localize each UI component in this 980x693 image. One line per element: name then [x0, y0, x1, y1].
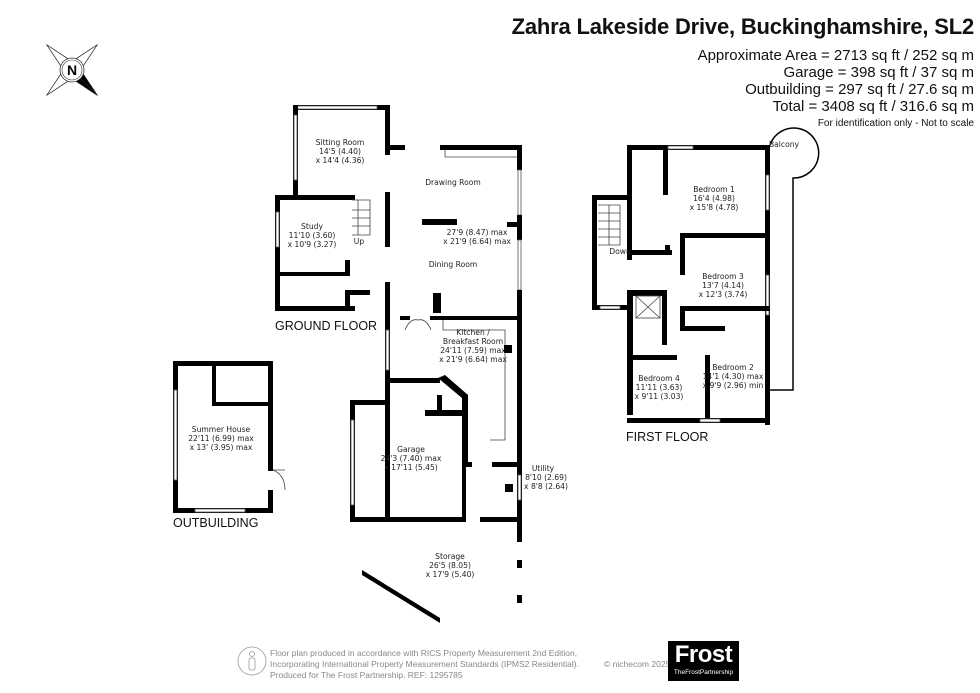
study-dims: 11'10 (3.60): [289, 231, 336, 240]
storage-name: Storage: [435, 552, 465, 561]
kitchen-name: Breakfast Room: [443, 337, 503, 346]
bedroom-1-name: Bedroom 1: [693, 185, 735, 194]
summer-house-name: Summer House: [192, 425, 251, 434]
summer-house-dims: x 13' (3.95) max: [190, 443, 253, 452]
area-total: Total = 3408 sq ft / 316.6 sq m: [772, 98, 974, 115]
kitchen-name: Kitchen /: [456, 328, 490, 337]
dining-room-name: Dining Room: [429, 260, 478, 269]
balcony-name: Balcony: [769, 140, 800, 149]
area-outbuilding: Outbuilding = 297 sq ft / 27.6 sq m: [745, 81, 974, 98]
footer-line: Incorporating International Property Mea…: [270, 659, 579, 669]
study-dims: x 10'9 (3.27): [288, 240, 337, 249]
bedroom-4-dims: x 9'11 (3.03): [635, 392, 684, 401]
room-labels: Sitting Room 14'5 (4.40) x 14'4 (4.36) S…: [173, 138, 800, 579]
area-garage: Garage = 398 sq ft / 37 sq m: [783, 64, 974, 81]
summer-house-dims: 22'11 (6.99) max: [188, 434, 254, 443]
frost-logo: Frost TheFrostPartnership: [668, 641, 739, 681]
property-title: Zahra Lakeside Drive, Buckinghamshire, S…: [511, 14, 975, 39]
scale-note: For identification only - Not to scale: [817, 118, 974, 129]
bedroom-1-dims: x 15'8 (4.78): [690, 203, 739, 212]
first-floor-plan: [592, 127, 820, 425]
bedroom-4-name: Bedroom 4: [638, 374, 680, 383]
bedroom-3-name: Bedroom 3: [702, 272, 744, 281]
bedroom-2-dims: 14'1 (4.30) max: [703, 372, 764, 381]
bedroom-3-dims: x 12'3 (3.74): [699, 290, 748, 299]
bedroom-2-dims: x 9'9 (2.96) min: [703, 381, 764, 390]
stairs-down-label: Down: [609, 247, 631, 256]
stairs-up-label: Up: [354, 237, 365, 246]
utility-dims: x 8'8 (2.64): [524, 482, 568, 491]
kitchen-dims: 24'11 (7.59) max: [440, 346, 506, 355]
bedroom-2-name: Bedroom 2: [712, 363, 754, 372]
utility-dims: 8'10 (2.69): [525, 473, 567, 482]
footer-disclaimer: Floor plan produced in accordance with R…: [270, 648, 579, 681]
copyright: © nichecom 2025.: [604, 659, 673, 669]
footer-line: Floor plan produced in accordance with R…: [270, 648, 578, 658]
outbuilding-label: OUTBUILDING: [173, 516, 258, 530]
study-name: Study: [301, 222, 323, 231]
bedroom-4-dims: 11'11 (3.63): [636, 383, 683, 392]
garage-dims: 24'3 (7.40) max: [381, 454, 442, 463]
drawing-room-name: Drawing Room: [425, 178, 481, 187]
garage-name: Garage: [397, 445, 425, 454]
logo-main: Frost: [674, 641, 733, 668]
storage-dims: 26'5 (8.05): [429, 561, 471, 570]
sitting-room-name: Sitting Room: [316, 138, 365, 147]
storage-dims: x 17'9 (5.40): [426, 570, 475, 579]
kitchen-dims: x 21'9 (6.64) max: [439, 355, 507, 364]
utility-name: Utility: [532, 464, 555, 473]
ground-floor-label: GROUND FLOOR: [275, 319, 377, 333]
sitting-room-dims: x 14'4 (4.36): [316, 156, 365, 165]
drawing-room-dims: x 21'9 (6.64) max: [443, 237, 511, 246]
footer-line: Produced for The Frost Partnership. REF:…: [270, 670, 463, 680]
outbuilding-plan: [173, 361, 286, 513]
drawing-room-dims: 27'9 (8.47) max: [447, 228, 508, 237]
bedroom-1-dims: 16'4 (4.98): [693, 194, 735, 203]
person-icon: [237, 646, 267, 676]
compass-north-icon: N: [46, 44, 98, 96]
ground-floor-plan: [275, 105, 522, 623]
area-approximate: Approximate Area = 2713 sq ft / 252 sq m: [697, 47, 974, 64]
sitting-room-dims: 14'5 (4.40): [319, 147, 361, 156]
garage-dims: x 17'11 (5.45): [384, 463, 438, 472]
svg-text:N: N: [67, 62, 77, 78]
logo-sub: TheFrostPartnership: [673, 669, 734, 676]
first-floor-label: FIRST FLOOR: [626, 430, 708, 444]
bedroom-3-dims: 13'7 (4.14): [702, 281, 744, 290]
